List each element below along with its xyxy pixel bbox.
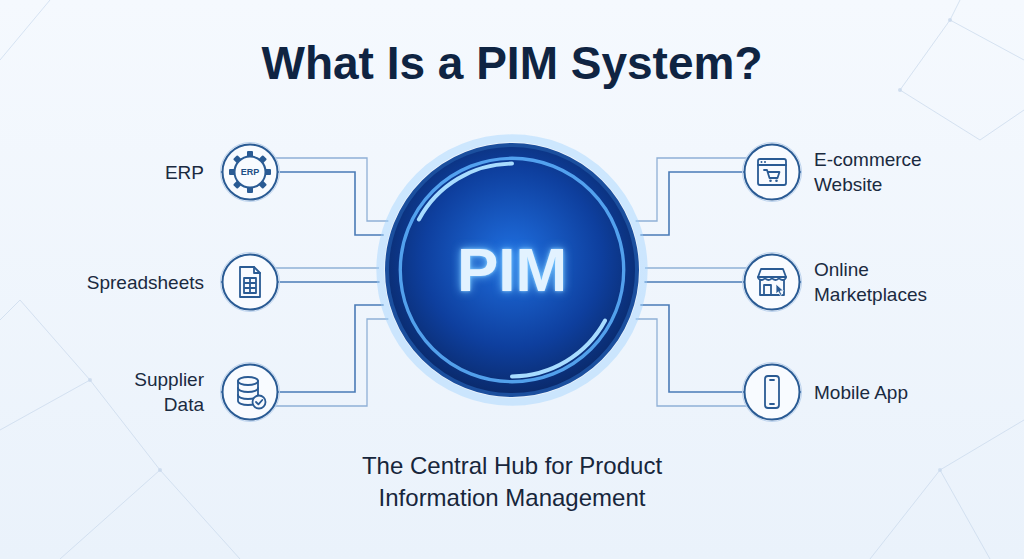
icon-circle <box>745 365 800 420</box>
sheet-fold <box>254 267 260 273</box>
hub-arc <box>419 164 512 220</box>
hub-arc <box>512 321 605 377</box>
node-label: Spreadsheets <box>87 270 204 295</box>
icon-drawing <box>220 252 280 312</box>
bg-mesh <box>160 470 240 559</box>
bg-mesh <box>940 420 1024 559</box>
channel-icon: Online Marketplaces <box>742 252 802 312</box>
channel-icon: Mobile App <box>742 362 802 422</box>
bg-mesh <box>0 0 50 60</box>
bg-mesh <box>950 0 960 20</box>
bg-dot <box>938 468 942 472</box>
node-label: Mobile App <box>814 380 954 405</box>
store-awning <box>758 269 786 277</box>
cart-wheel <box>769 180 772 183</box>
node-label: Online Marketplaces <box>814 257 954 307</box>
icon-halo <box>221 143 280 202</box>
icon-circle <box>223 365 278 420</box>
source-icon: ERPERP <box>220 142 280 202</box>
icon-circle <box>223 255 278 310</box>
phone-speaker <box>770 379 774 381</box>
hub-label: PIM <box>379 235 645 305</box>
caption: The Central Hub for Product Information … <box>302 450 722 514</box>
node-label: ERP <box>165 160 204 185</box>
check-badge <box>253 396 266 409</box>
cart-wheel <box>775 180 778 183</box>
channel-icon: E-commerce Website <box>742 142 802 202</box>
icon-halo <box>221 363 280 422</box>
bg-mesh <box>0 300 90 380</box>
bg-dot <box>948 18 952 22</box>
browser-dot <box>764 161 766 163</box>
store-scallop <box>758 277 786 280</box>
browser-bar <box>758 164 786 166</box>
hub-circle: PIM <box>379 137 645 403</box>
sheet-grid <box>244 278 256 293</box>
store-door <box>764 285 771 295</box>
bg-mesh <box>870 470 940 559</box>
phone-button <box>770 403 774 405</box>
icon-halo <box>743 363 802 422</box>
bg-mesh <box>900 20 1024 140</box>
cart <box>764 170 780 178</box>
icon-drawing <box>742 252 802 312</box>
store-wall <box>760 280 784 295</box>
source-icon: Spreadsheets <box>220 252 280 312</box>
node-label: Supplier Data <box>134 367 204 417</box>
title: What Is a PIM System? <box>0 36 1024 90</box>
phone-body <box>765 376 779 408</box>
bg-mesh <box>0 380 160 559</box>
icon-halo <box>743 143 802 202</box>
node-label: E-commerce Website <box>814 147 954 197</box>
bg-dot <box>158 468 162 472</box>
sheet-outline <box>240 267 260 297</box>
check-mark <box>256 400 262 404</box>
icon-halo <box>743 253 802 312</box>
icon-circle <box>745 255 800 310</box>
bg-dot <box>88 378 92 382</box>
icon-drawing <box>742 142 802 202</box>
icon-label: ERP <box>220 167 280 177</box>
browser-dot <box>761 161 763 163</box>
icon-drawing <box>742 362 802 422</box>
source-icon: Supplier Data <box>220 362 280 422</box>
icon-circle <box>745 145 800 200</box>
icon-halo <box>221 253 280 312</box>
cursor <box>776 284 783 295</box>
bg-dot <box>898 88 902 92</box>
db-top <box>238 377 258 385</box>
browser-window <box>758 159 786 185</box>
icon-drawing <box>220 362 280 422</box>
